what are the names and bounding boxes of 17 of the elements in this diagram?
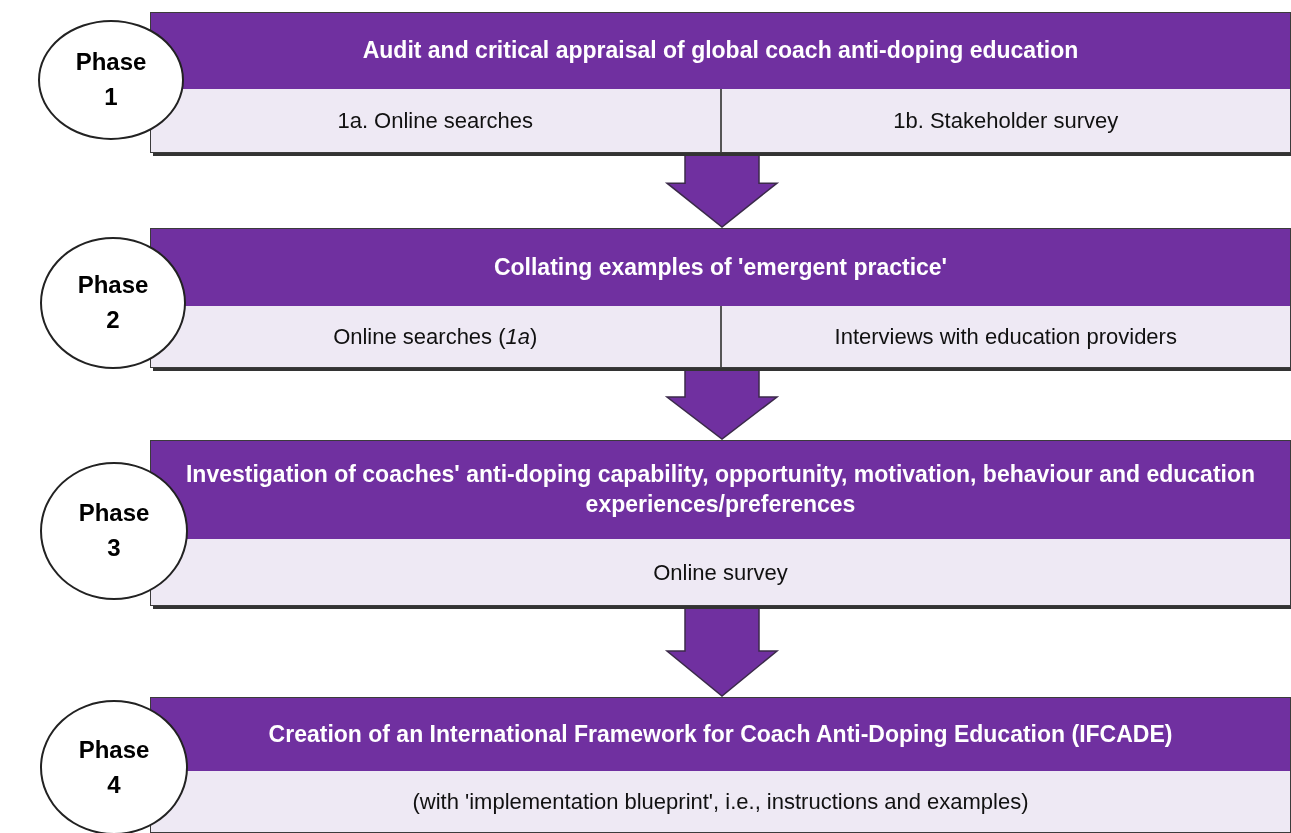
phase-panel <box>150 12 1291 153</box>
phase-heading: Collating examples of 'emergent practice' <box>151 229 1290 306</box>
phase-heading: Audit and critical appraisal of global coach anti-doping education <box>151 13 1290 89</box>
block-arrow <box>664 606 780 697</box>
phase-ellipse: Phase 2 <box>40 237 186 369</box>
phase-panel <box>150 440 1291 606</box>
phase-panel <box>150 228 1291 368</box>
phase-heading: Creation of an International Framework for Coach Anti-Doping Education (IFCADE) <box>151 698 1290 771</box>
method-cell: Interviews with education providers <box>719 306 1290 367</box>
phase-ellipse: Phase 3 <box>40 462 188 600</box>
phase-heading: Investigation of coaches' anti-doping capability, opportunity, motivation, behaviour and education experiences/preferences <box>151 441 1290 539</box>
phase-ellipse: Phase 1 <box>38 20 184 140</box>
phase-ellipse: Phase 4 <box>40 700 188 833</box>
block-arrow <box>664 368 780 440</box>
method-cell: 1b. Stakeholder survey <box>719 89 1290 152</box>
block-arrow <box>664 153 780 228</box>
phase-panel <box>150 697 1291 833</box>
